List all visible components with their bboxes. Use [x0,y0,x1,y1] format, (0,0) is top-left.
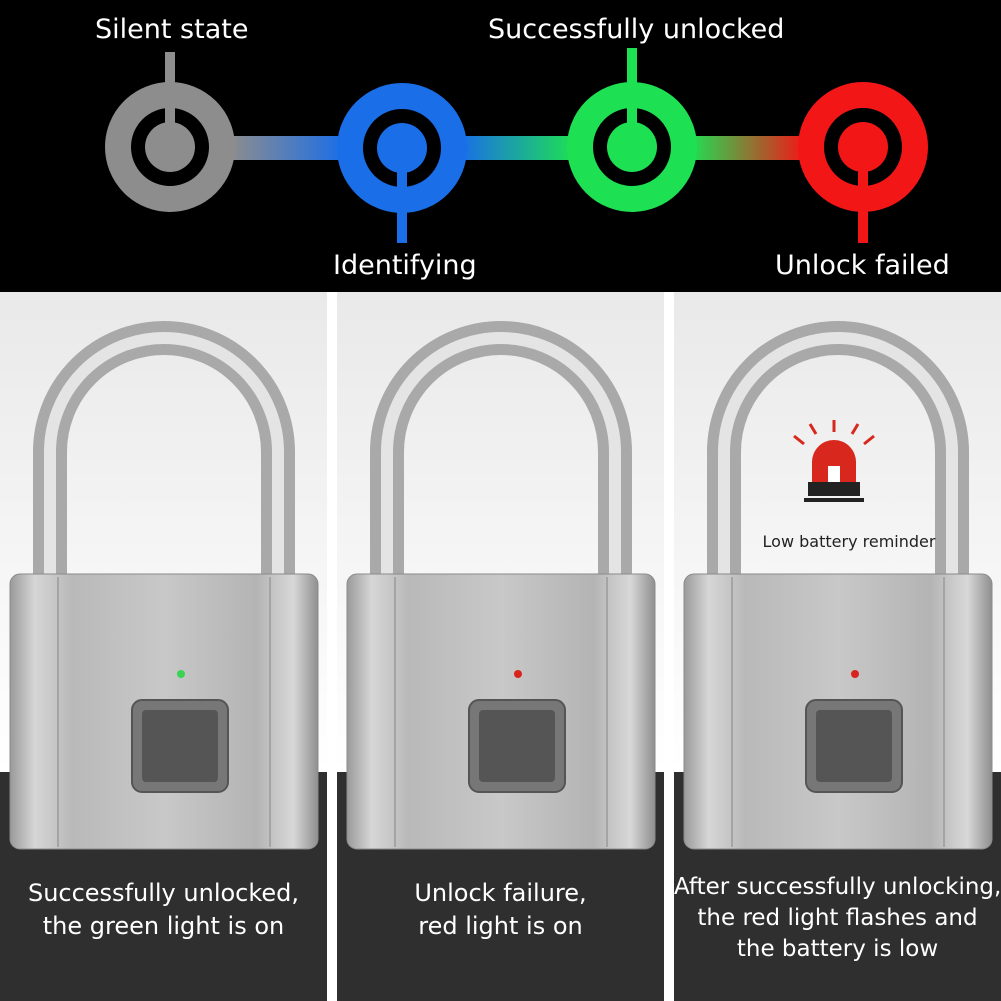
fingerprint-sensor-inner [479,710,555,782]
silent-state-label: Silent state [95,14,249,45]
identifying-ring-icon [337,83,467,243]
padlock-failure-image [337,292,664,1001]
low-battery-reminder-label: Low battery reminder [762,532,936,551]
caption-low-battery: After successfully unlocking, the red li… [674,872,1001,965]
padlock-panels: Successfully unlocked, the green light i… [0,292,1001,1001]
indicator-state-diagram: Silent state Successfully unlocked Ident… [0,0,1001,292]
caption-line: After successfully unlocking, [674,874,1001,900]
caption-failure: Unlock failure, red light is on [337,877,664,943]
connector-identifying-unlocked [460,136,575,160]
caption-line: the green light is on [42,912,285,940]
panel-failure: Unlock failure, red light is on [337,292,664,1001]
caption-line: Successfully unlocked, [27,879,300,907]
failed-ring-icon [798,82,928,243]
fingerprint-sensor-inner [142,710,218,782]
identifying-state-label: Identifying [333,250,477,281]
shackle-highlight [44,332,284,592]
unlocked-state-label: Successfully unlocked [488,14,785,45]
connector-silent-identifying [230,136,345,160]
indicator-light [177,670,185,678]
padlock-unlocked-image [0,292,327,1001]
caption-line: the battery is low [736,936,939,962]
caption-line: Unlock failure, [414,879,587,907]
indicator-light [514,670,522,678]
caption-line: red light is on [418,912,583,940]
silent-ring-icon [105,52,235,212]
unlocked-ring-icon [567,48,697,212]
panel-unlocked: Successfully unlocked, the green light i… [0,292,327,1001]
caption-line: the red light flashes and [697,905,978,931]
shackle-highlight [381,332,621,592]
fingerprint-sensor-inner [816,710,892,782]
failed-state-label: Unlock failed [775,250,950,281]
state-diagram-graphic [105,48,928,243]
connector-unlocked-failed [690,136,805,160]
indicator-light [851,670,859,678]
padlock-low-battery-image [674,292,1001,1001]
panel-low-battery: Low battery reminder After successfully … [674,292,1001,1001]
caption-unlocked: Successfully unlocked, the green light i… [0,877,327,943]
shackle-highlight [718,332,958,592]
siren-icon [793,420,875,502]
